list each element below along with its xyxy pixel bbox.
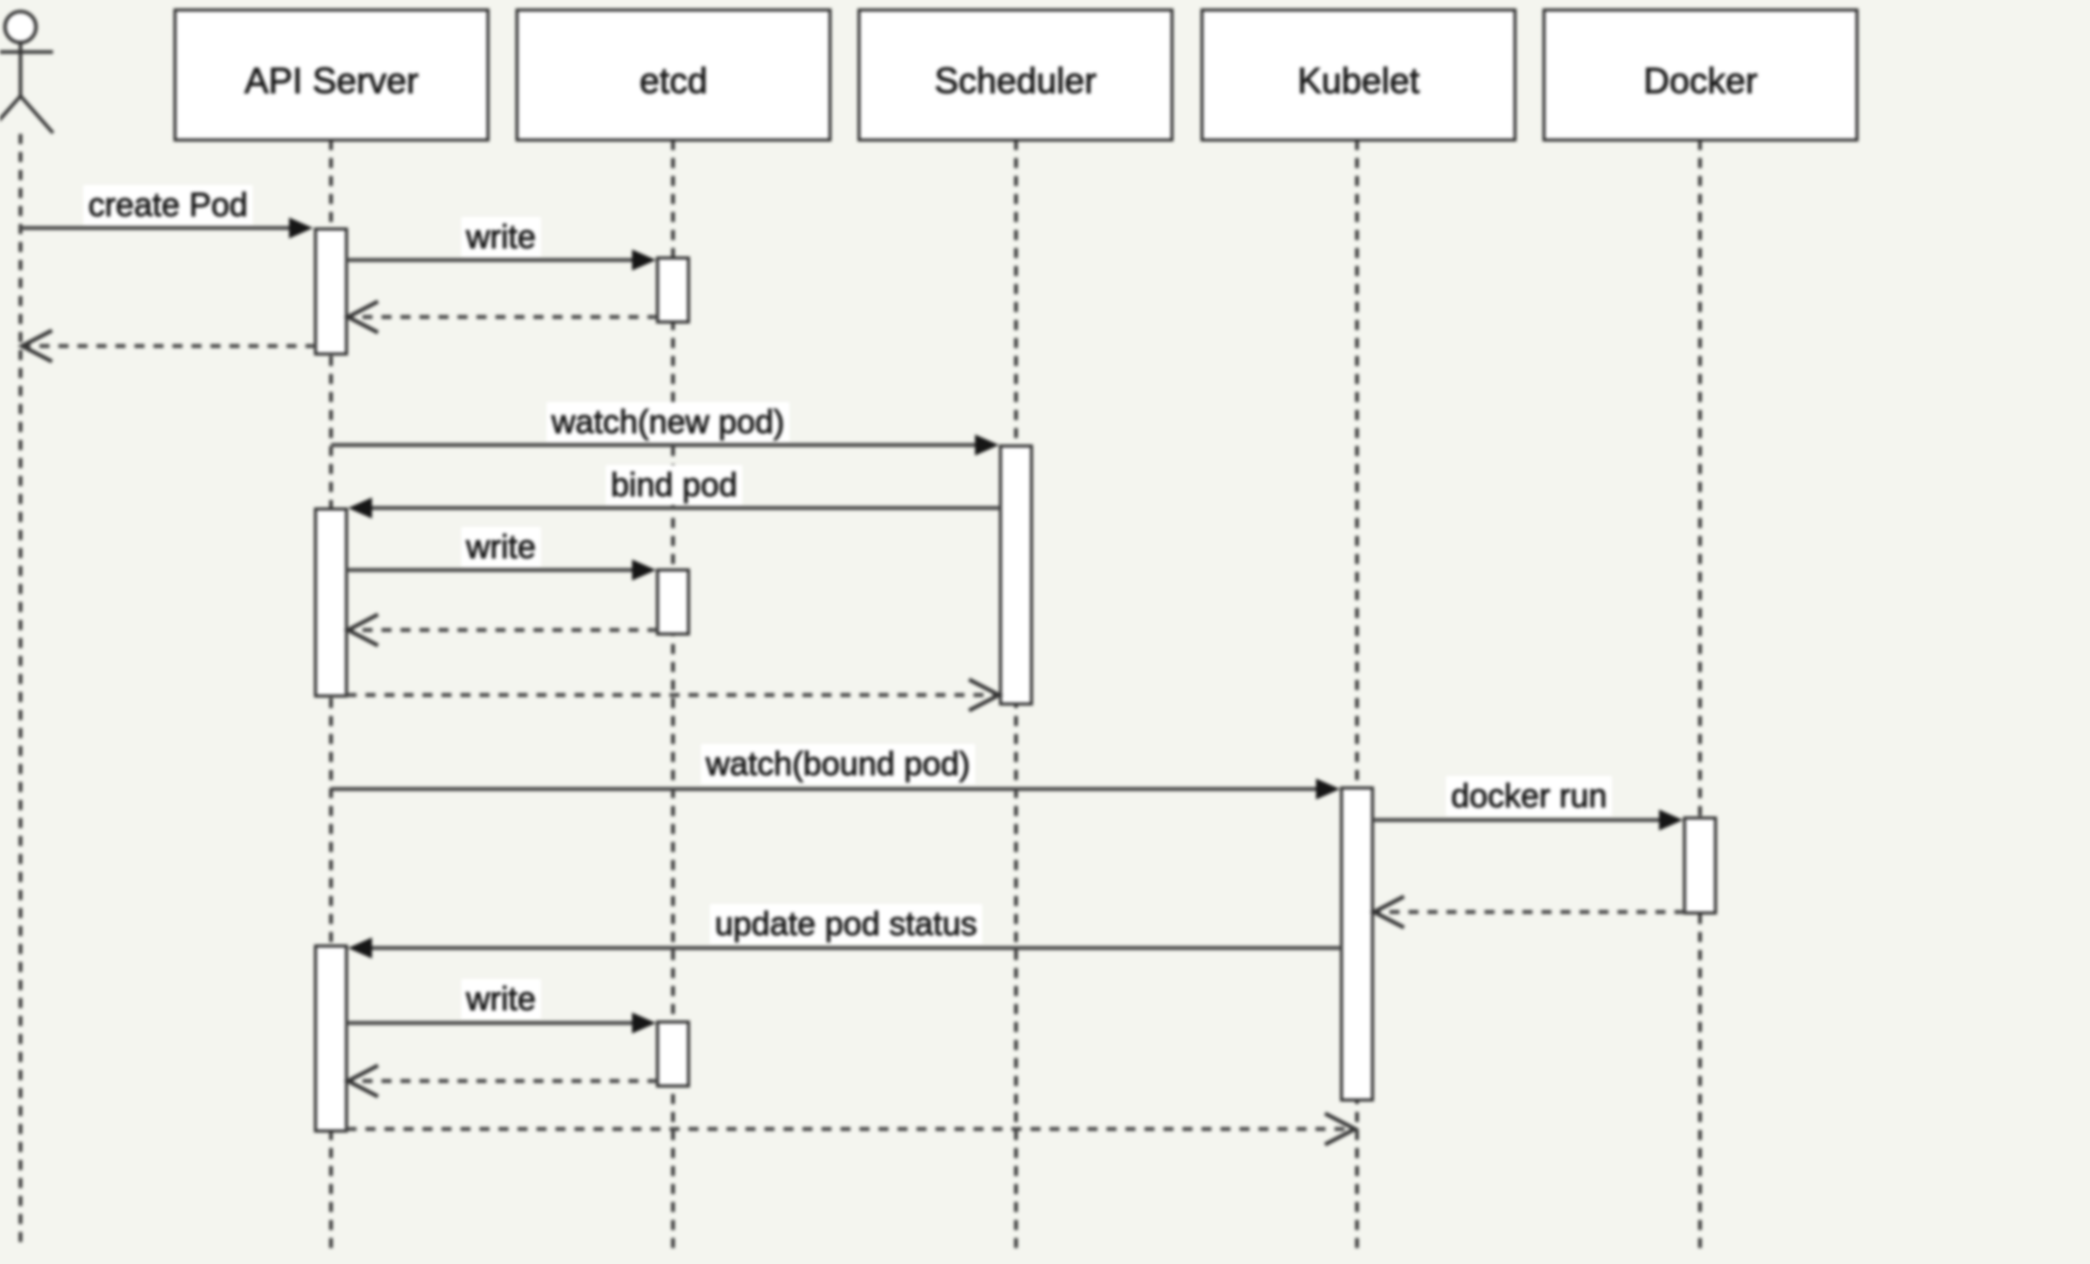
svg-text:watch(new pod): watch(new pod) — [551, 403, 785, 440]
svg-text:Scheduler: Scheduler — [934, 60, 1096, 101]
svg-text:write: write — [465, 528, 536, 565]
svg-text:watch(bound pod): watch(bound pod) — [705, 745, 970, 782]
svg-text:Docker: Docker — [1643, 60, 1757, 101]
svg-text:etcd: etcd — [639, 60, 707, 101]
svg-text:bind pod: bind pod — [611, 466, 738, 503]
svg-text:create Pod: create Pod — [88, 186, 248, 223]
svg-text:update pod status: update pod status — [715, 905, 977, 942]
svg-text:write: write — [465, 218, 536, 255]
svg-text:API Server: API Server — [244, 60, 418, 101]
svg-text:Kubelet: Kubelet — [1297, 60, 1419, 101]
svg-text:write: write — [465, 980, 536, 1017]
svg-text:docker run: docker run — [1451, 777, 1607, 814]
